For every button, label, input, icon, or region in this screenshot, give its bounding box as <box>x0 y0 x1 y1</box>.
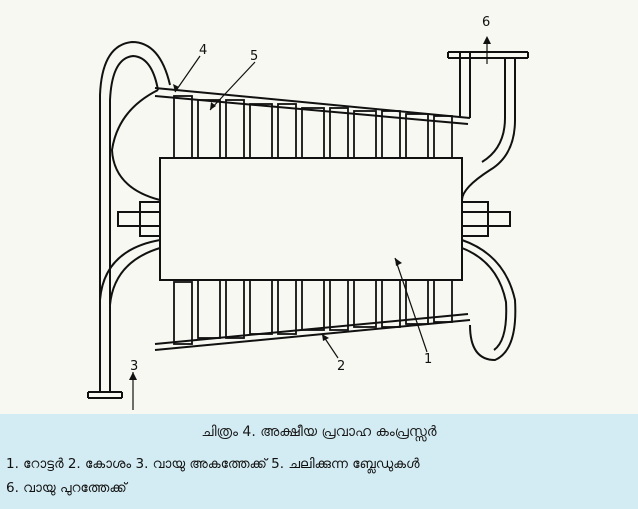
inlet-flange <box>87 391 123 399</box>
legend-line: 6. വായു പുറത്തേക്ക് <box>6 480 127 496</box>
caption-panel: ചിത്രം 4. അക്ഷീയ പ്രവാഹ കംപ്രസ്സർ 1. റോട… <box>0 414 638 509</box>
lower-blade-row <box>173 279 453 345</box>
label-1: 1 <box>424 352 432 367</box>
inlet-upper-curve <box>110 89 161 201</box>
outlet-lower-loop-inner <box>461 247 508 351</box>
label-3: 3 <box>130 359 138 374</box>
inlet-bellmouth-lower <box>99 239 161 392</box>
label-2: 2 <box>337 359 345 374</box>
casing-bottom <box>154 313 471 351</box>
outlet-pipe <box>459 52 471 118</box>
outlet-lower-loop <box>461 239 517 362</box>
shaft-right <box>461 211 511 227</box>
inlet-duct-inner <box>109 54 159 392</box>
label-4: 4 <box>199 43 207 58</box>
arrowheads <box>129 36 491 380</box>
outlet-duct-inner <box>481 58 506 163</box>
label-5: 5 <box>250 49 258 64</box>
shaft-right-hub <box>461 201 489 237</box>
compressor-figure: 1 2 3 4 5 6 <box>0 0 638 414</box>
label-6: 6 <box>482 15 490 30</box>
legend-line: 1. റോട്ടർ 2. കോശം 3. വായു അകത്തേക്ക് 5. … <box>6 456 420 472</box>
outlet-flange <box>447 51 529 59</box>
axial-compressor-diagram: 1 2 3 4 5 6 <box>87 15 529 410</box>
caption-title: ചിത്രം 4. അക്ഷീയ പ്രവാഹ കംപ്രസ്സർ <box>201 424 437 440</box>
casing-top <box>154 87 471 125</box>
inlet-duct-outer <box>99 40 171 392</box>
upper-blade-row <box>173 95 453 159</box>
outlet-duct-outer <box>461 58 516 201</box>
rotor-drum <box>159 157 463 281</box>
shaft-left-hub <box>139 201 161 237</box>
inlet-bellmouth-lower-inner <box>109 247 161 392</box>
